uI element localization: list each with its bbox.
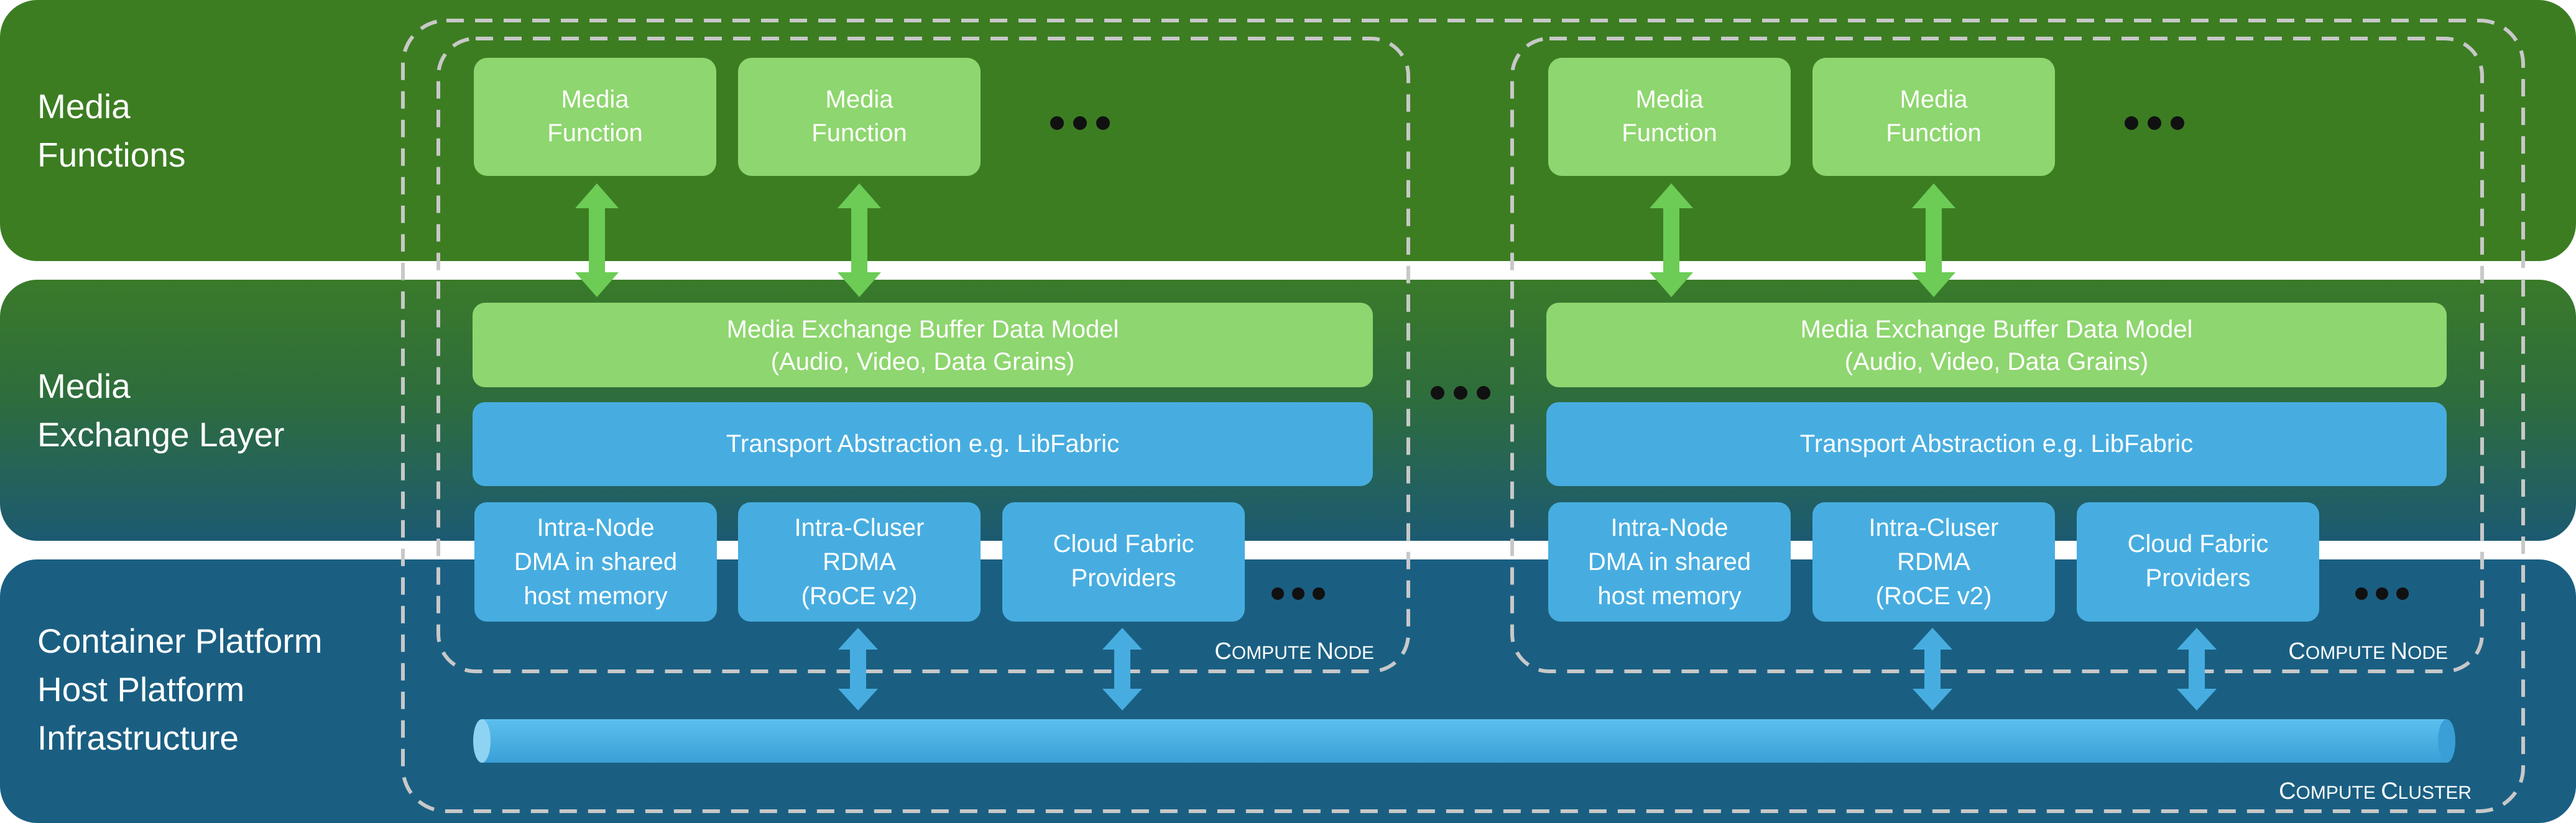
bidirectional-arrow-icon bbox=[1102, 628, 1142, 710]
provider-box-intra-node bbox=[1548, 502, 1791, 622]
bidirectional-arrow-icon bbox=[838, 183, 881, 297]
provider-box-intra-cluster bbox=[1812, 502, 2055, 622]
transport-abstraction-label: Transport Abstraction e.g. LibFabric bbox=[1800, 430, 2193, 457]
network-pipe bbox=[473, 719, 2455, 763]
media-function-box bbox=[738, 58, 981, 176]
more-ellipsis-icon bbox=[2355, 587, 2409, 600]
transport-abstraction-label: Transport Abstraction e.g. LibFabric bbox=[726, 430, 1119, 457]
more-nodes-ellipsis-icon bbox=[1431, 386, 1490, 400]
provider-box-intra-node bbox=[474, 502, 717, 622]
provider-box-cloud bbox=[2077, 502, 2319, 622]
buffer-model-label: Media Exchange Buffer Data Model(Audio, … bbox=[1801, 316, 2193, 375]
transport-abstraction-box bbox=[473, 402, 1373, 486]
bidirectional-arrow-icon bbox=[575, 183, 619, 297]
more-ellipsis-icon bbox=[2125, 116, 2184, 130]
compute-node-label: COMPUTE NODE bbox=[1214, 638, 1374, 664]
bidirectional-arrow-icon bbox=[838, 628, 878, 710]
layer-label-media-functions: Media Functions bbox=[37, 87, 185, 174]
media-function-box bbox=[1548, 58, 1791, 176]
buffer-model-box bbox=[473, 303, 1373, 387]
bidirectional-arrow-icon bbox=[1912, 183, 1955, 297]
layer-label-exchange: Media Exchange Layer bbox=[37, 367, 285, 454]
buffer-model-box bbox=[1546, 303, 2447, 387]
compute-node-boundary bbox=[436, 37, 1410, 673]
transport-abstraction-box bbox=[1546, 402, 2447, 486]
compute-cluster-label: COMPUTE CLUSTER bbox=[2279, 778, 2472, 804]
more-ellipsis-icon bbox=[1272, 587, 1325, 600]
bidirectional-arrow-icon bbox=[1913, 628, 1952, 710]
compute-node-label: COMPUTE NODE bbox=[2288, 638, 2448, 664]
media-function-box bbox=[474, 58, 716, 176]
provider-box-cloud bbox=[1002, 502, 1245, 622]
media-function-box bbox=[1812, 58, 2055, 176]
bidirectional-arrow-icon bbox=[2177, 628, 2217, 710]
provider-box-intra-cluster bbox=[738, 502, 981, 622]
bidirectional-arrow-icon bbox=[1650, 183, 1693, 297]
buffer-model-label: Media Exchange Buffer Data Model(Audio, … bbox=[727, 316, 1119, 375]
compute-cluster-boundary bbox=[401, 19, 2525, 813]
compute-node-boundary bbox=[1510, 37, 2484, 673]
layer-label-platform: Container Platform Host Platform Infrast… bbox=[37, 622, 332, 757]
more-ellipsis-icon bbox=[1050, 116, 1110, 130]
